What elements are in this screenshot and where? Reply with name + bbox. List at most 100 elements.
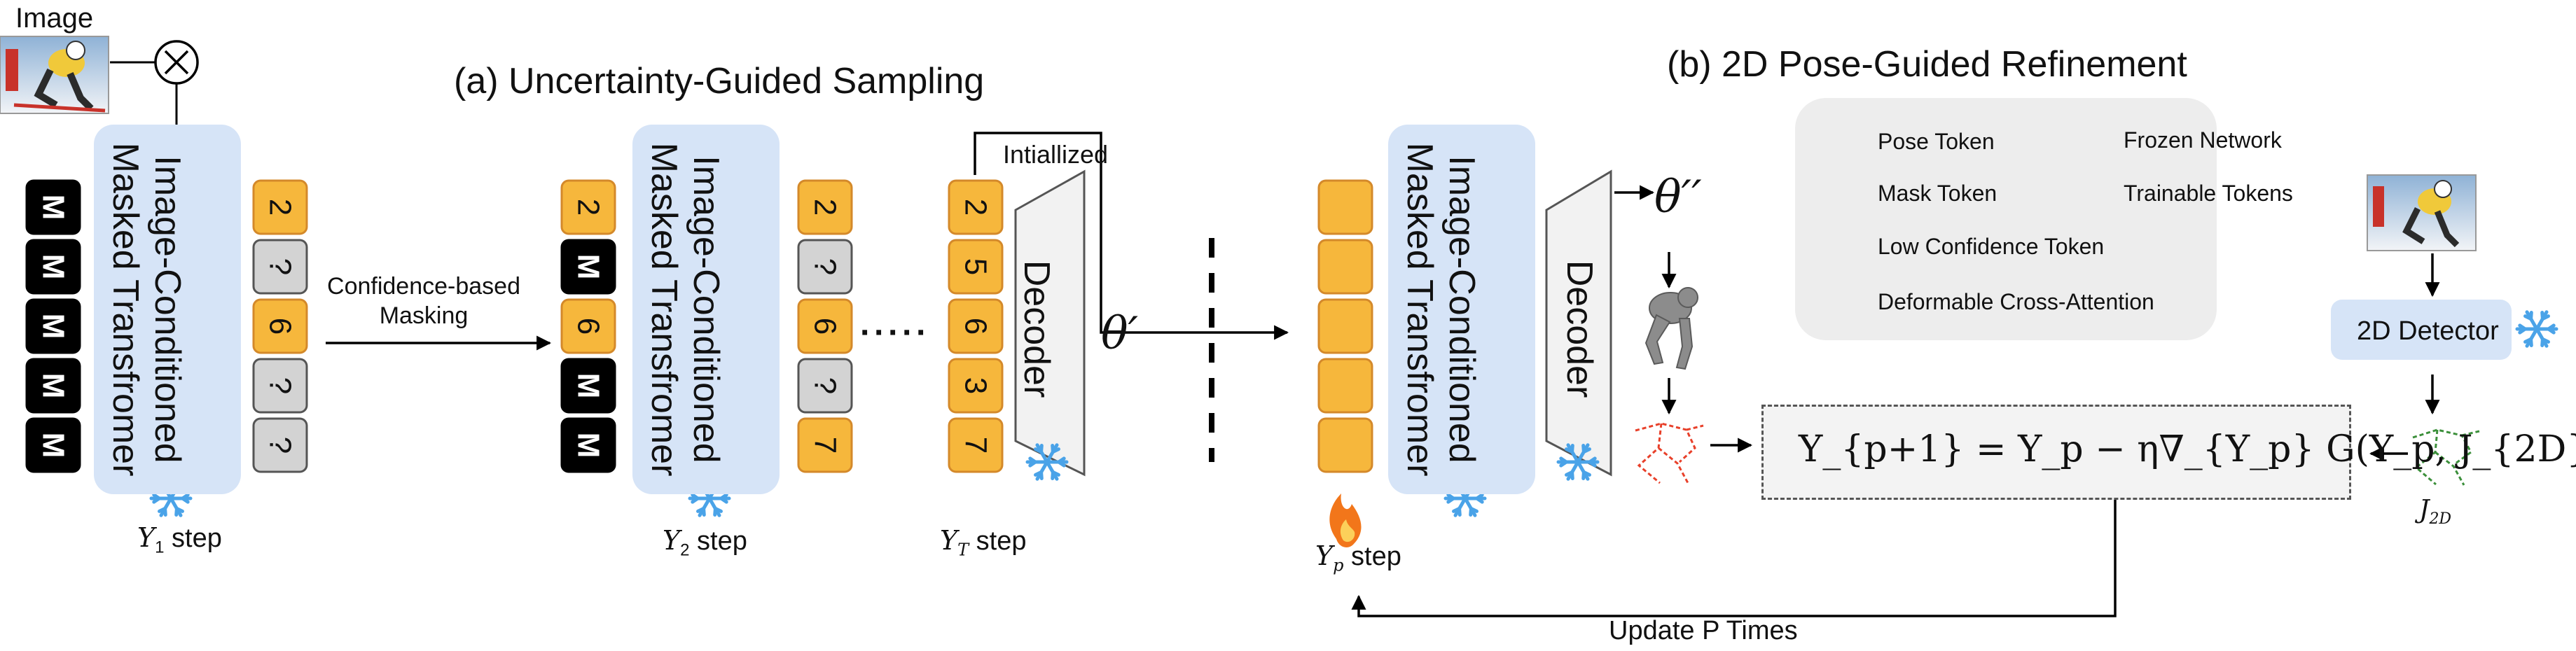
col2-out-token: 6 — [797, 298, 853, 354]
col2-in-token: M — [560, 358, 616, 414]
colP-token — [1317, 298, 1373, 354]
mask-col-token-label: M — [36, 433, 71, 458]
col2-in-token: M — [560, 417, 616, 473]
colT-token-label: 7 — [959, 437, 993, 454]
col2-in-token: M — [560, 239, 616, 295]
transformer-3-label: Image-Conditioned Masked Transfromer — [1399, 125, 1483, 494]
mask-col-token-label: M — [36, 254, 71, 280]
confidence-masking-line2: Masking — [379, 302, 469, 329]
col2-in-token-label: M — [572, 254, 606, 280]
col2-out-token-label: 2 — [808, 199, 843, 216]
col2-in-token: 6 — [560, 298, 616, 354]
step-yT-text: step — [969, 526, 1027, 556]
legend-pose-token: Pose Token — [1878, 129, 1995, 154]
col1-token-label: 6 — [263, 318, 298, 335]
transformer-1-line1: Image-Conditioned — [147, 155, 188, 463]
image-label: Image — [15, 3, 94, 34]
mask-col-token: M — [25, 239, 81, 295]
j2d-symbol: J — [2419, 496, 2430, 524]
decoder-2 — [1545, 169, 1612, 477]
section-b-title: (b) 2D Pose-Guided Refinement — [1667, 44, 2187, 85]
colT-token-label: 5 — [959, 258, 993, 275]
mask-col-token: M — [25, 417, 81, 473]
mask-col-token: M — [25, 179, 81, 235]
legend-low-conf: Low Confidence Token — [1878, 234, 2105, 259]
transformer-3: Image-Conditioned Masked Transfromer — [1388, 125, 1535, 494]
step-y2-symbol: Y — [663, 525, 681, 556]
ellipsis: ····· — [860, 314, 930, 351]
initialized-label: Intiallized — [1003, 140, 1109, 169]
predicted-skeleton — [1635, 422, 1704, 484]
col2-out-token-label: ? — [808, 258, 843, 275]
predicted-mesh — [1644, 287, 1698, 370]
mask-col-token: M — [25, 298, 81, 354]
confidence-masking-label: Confidence-based Masking — [319, 272, 529, 330]
decoder-2-label: Decoder — [1559, 260, 1600, 398]
col1-token-label: 2 — [263, 199, 298, 216]
equation-text: Y_{p+1} = Y_p − η∇_{Y_p} G(Y_p, J_{2D}, … — [1799, 428, 2576, 470]
step-yp-sub: p — [1333, 555, 1344, 575]
step-y2: Y2 step — [663, 525, 747, 561]
step-yT-sub: T — [957, 540, 969, 560]
legend-mask-token: Mask Token — [1878, 181, 1997, 206]
col2-out-token: 2 — [797, 179, 853, 235]
update-label: Update P Times — [1609, 616, 1798, 645]
col2-out-token: ? — [797, 358, 853, 414]
colT-token: 6 — [948, 298, 1004, 354]
detector-label: 2D Detector — [2357, 316, 2499, 346]
legend-frozen: Frozen Network — [2124, 127, 2282, 153]
col2-out-token-label: ? — [808, 377, 843, 394]
transformer-2-line1: Image-Conditioned — [686, 155, 726, 463]
col1-token: 6 — [252, 298, 308, 354]
col2-in-token-label: M — [572, 433, 606, 458]
flame-icon — [1329, 493, 1362, 547]
col1-token: ? — [252, 417, 308, 473]
cross-attention-node — [154, 40, 199, 85]
colT-token-label: 6 — [959, 318, 993, 335]
update-loop-arrow — [1351, 497, 2117, 617]
colT-token-label: 2 — [959, 199, 993, 216]
step-y2-sub: 2 — [680, 540, 690, 560]
mask-col-token: M — [25, 358, 81, 414]
col2-in-token-label: M — [572, 373, 606, 399]
j2d-label: J2D — [2419, 496, 2451, 528]
col1-token: 2 — [252, 179, 308, 235]
mask-col-token-label: M — [36, 373, 71, 399]
decoder-1-label: Decoder — [1016, 260, 1057, 398]
snowflake-icon — [1556, 443, 1600, 481]
colP-token — [1317, 358, 1373, 414]
section-a-title: (a) Uncertainty-Guided Sampling — [454, 61, 985, 102]
col2-out-token: ? — [797, 239, 853, 295]
col1-token-label: ? — [263, 258, 298, 275]
colT-token-label: 3 — [959, 377, 993, 394]
transformer-2: Image-Conditioned Masked Transfromer — [632, 125, 780, 494]
detector-input-image — [2367, 174, 2477, 251]
col2-out-token-label: 7 — [808, 437, 843, 454]
colP-token — [1317, 239, 1373, 295]
step-y1-sub: 1 — [155, 538, 165, 557]
colP-token — [1317, 417, 1373, 473]
transformer-3-line2: Masked Transfromer — [1399, 142, 1440, 477]
decoder-1 — [1014, 169, 1086, 477]
colT-token: 2 — [948, 179, 1004, 235]
step-yp-text: step — [1343, 542, 1401, 571]
legend-box — [1795, 98, 2217, 340]
transformer-1-label: Image-Conditioned Masked Transfromer — [105, 125, 188, 494]
col2-in-token-label: 6 — [572, 318, 606, 335]
transformer-1: Image-Conditioned Masked Transfromer — [94, 125, 241, 494]
mask-col-token-label: M — [36, 314, 71, 340]
legend-cross-attn: Deformable Cross-Attention — [1878, 289, 2154, 314]
col2-out-token-label: 6 — [808, 318, 843, 335]
j2d-sub: 2D — [2429, 510, 2452, 528]
confidence-masking-line1: Confidence-based — [327, 273, 520, 300]
col1-token-label: ? — [263, 377, 298, 394]
mask-col-token-label: M — [36, 195, 71, 220]
step-yT: YT step — [940, 525, 1027, 560]
colT-token: 7 — [948, 417, 1004, 473]
step-yT-symbol: Y — [940, 525, 958, 556]
step-y1-text: step — [164, 524, 222, 553]
update-equation: Y_{p+1} = Y_p − η∇_{Y_p} G(Y_p, J_{2D}, … — [1799, 428, 2576, 470]
legend-trainable: Trainable Tokens — [2124, 181, 2293, 206]
